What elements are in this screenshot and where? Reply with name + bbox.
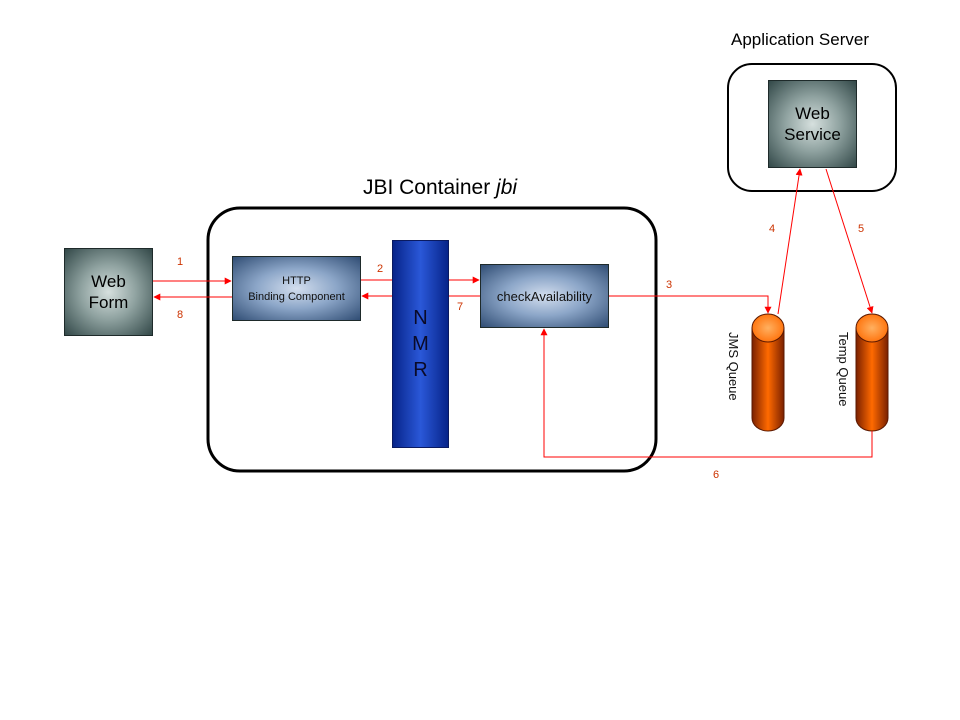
web-service-label-line-1: Web	[795, 104, 830, 123]
check-availability-label: checkAvailability	[496, 288, 593, 304]
jms-queue-label: JMS Queue	[726, 332, 741, 401]
check-availability-box[interactable]: checkAvailability	[480, 264, 609, 328]
nmr-letter-r: R	[413, 359, 428, 381]
jbi-title-prefix: JBI Container	[362, 176, 491, 199]
step-label-1: 1	[177, 256, 184, 268]
web-service-box[interactable]: Web Service	[768, 80, 857, 168]
web-form-box[interactable]: Web Form	[64, 248, 153, 336]
nmr-letter-n: N	[413, 307, 428, 329]
http-label-line-1: HTTP	[282, 274, 311, 287]
web-form-label-line-2: Form	[88, 293, 129, 312]
arrow-5	[825, 168, 874, 314]
step-label-7: 7	[457, 301, 464, 313]
arrow-4	[777, 168, 803, 315]
step-label-6: 6	[713, 469, 720, 481]
jbi-container-title: JBI Container jbi	[320, 176, 560, 200]
step-label-8: 8	[177, 309, 184, 321]
nmr-bar[interactable]: N M R	[392, 240, 449, 448]
step-label-4: 4	[769, 223, 776, 235]
step-label-2: 2	[377, 263, 384, 275]
jbi-title-em: jbi	[496, 176, 518, 199]
temp-queue-cylinder	[855, 313, 889, 432]
arrow-6	[540, 328, 873, 458]
app-server-container	[727, 63, 897, 192]
arrow-3	[609, 295, 772, 314]
jms-queue-cylinder	[751, 313, 785, 432]
http-label-line-2: Binding Component	[248, 290, 345, 303]
app-server-title: Application Server	[731, 30, 869, 49]
web-service-label-line-2: Service	[784, 125, 841, 144]
web-form-label-line-1: Web	[91, 272, 126, 291]
nmr-letter-m: M	[412, 333, 429, 355]
temp-queue-label: Temp Queue	[836, 332, 851, 407]
http-binding-component-box[interactable]: HTTP Binding Component	[232, 256, 361, 321]
step-label-3: 3	[666, 279, 673, 291]
step-label-5: 5	[858, 223, 865, 235]
jbi-container	[206, 206, 658, 473]
